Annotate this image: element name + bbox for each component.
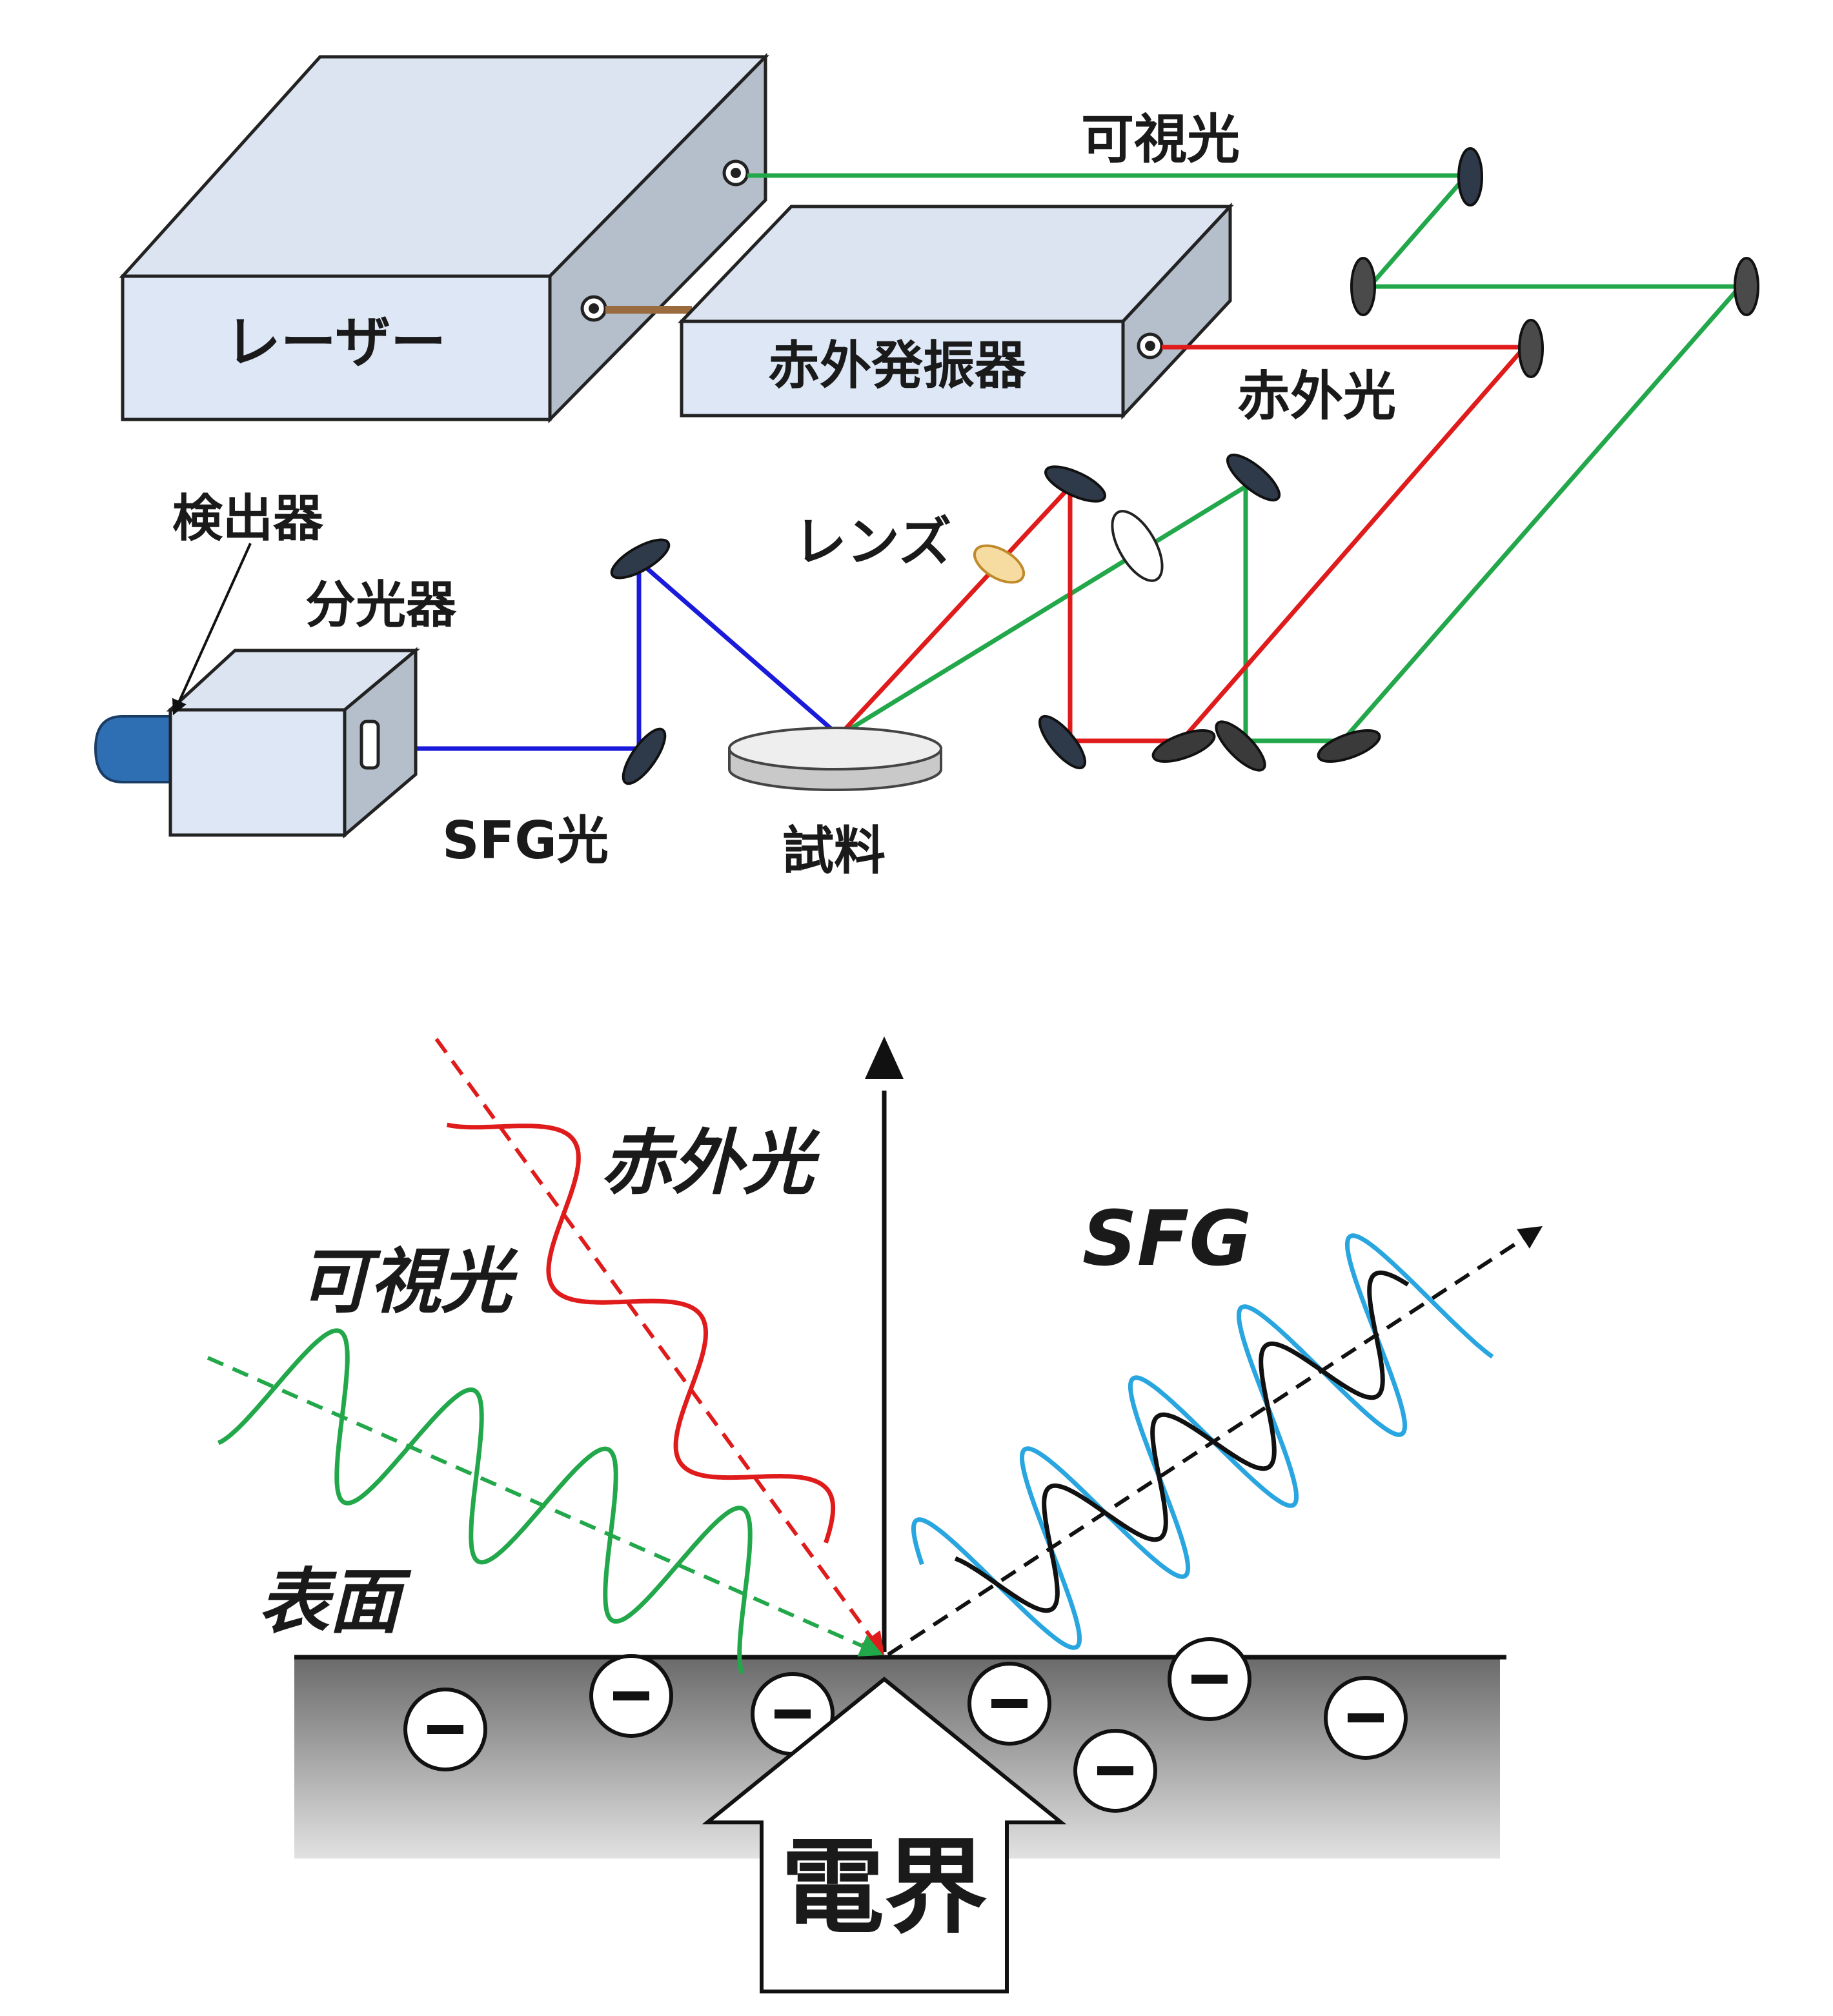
minus-sign [427,1725,463,1734]
negative-charge [751,1672,835,1756]
mirror [1518,319,1544,378]
detector-pointer [172,543,252,716]
mirror [1215,720,1266,772]
ir-incident-line [434,1038,885,1656]
detector [94,715,174,783]
negative-charge [1324,1676,1408,1760]
lens-label: レンズ [794,512,951,573]
negative-charge [1073,1729,1157,1813]
spectrometer-label: 分光器 [305,576,457,634]
laser-label: レーザー [225,310,446,375]
normal-axis-arrowhead [865,1036,904,1079]
mirror [1151,729,1216,763]
mirror [1457,147,1483,207]
surface-label: 表面 [258,1560,412,1643]
mirror [1350,257,1376,316]
visible-beam [747,173,1745,743]
visible-wave [217,1328,753,1675]
negative-charge [1168,1637,1251,1721]
mirror [622,727,667,785]
electric-field-arrow [702,1677,1067,1993]
sfg-beam [367,556,841,751]
ir-wave [446,1122,836,1544]
detector-label: 検出器 [172,490,324,548]
laser-box [119,52,769,424]
sample-label: 試料 [782,821,886,881]
electric-field-label: 電界 [781,1827,987,1948]
sfg-wave-label: SFG [1082,1194,1251,1283]
minus-sign [1097,1766,1133,1775]
mirror [610,538,671,580]
sfg-inner-wave [954,1270,1410,1613]
surface-charges [403,1637,1408,1813]
mirror [1317,729,1381,763]
ir-light-wave-label: 赤外光 [601,1122,821,1204]
mirror [1226,454,1281,501]
spectrometer-box [166,647,420,839]
negative-charge [589,1654,673,1738]
sample-disk [728,727,942,791]
sfg-light-label: SFG光 [442,811,609,871]
mirror [1044,465,1106,503]
visible-light-label: 可視光 [1081,109,1240,170]
minus-sign [775,1709,811,1719]
ir-light-label: 赤外光 [1237,366,1396,427]
sfg-outer-wave [911,1233,1494,1650]
ir-beam [837,345,1530,743]
ir-oscillator-box [678,202,1234,420]
negative-charge [967,1662,1051,1746]
minus-sign [1191,1675,1228,1684]
mirror [1734,257,1759,316]
minus-sign [613,1691,649,1700]
ir-oscillator-label: 赤外発振器 [768,336,1027,396]
negative-charge [403,1688,487,1771]
ir-lens [973,544,1025,584]
minus-sign [1348,1713,1384,1722]
visible-lens [1111,510,1164,582]
minus-sign [991,1699,1028,1708]
mirror [1038,714,1086,770]
visible-light-wave-label: 可視光 [299,1240,519,1323]
